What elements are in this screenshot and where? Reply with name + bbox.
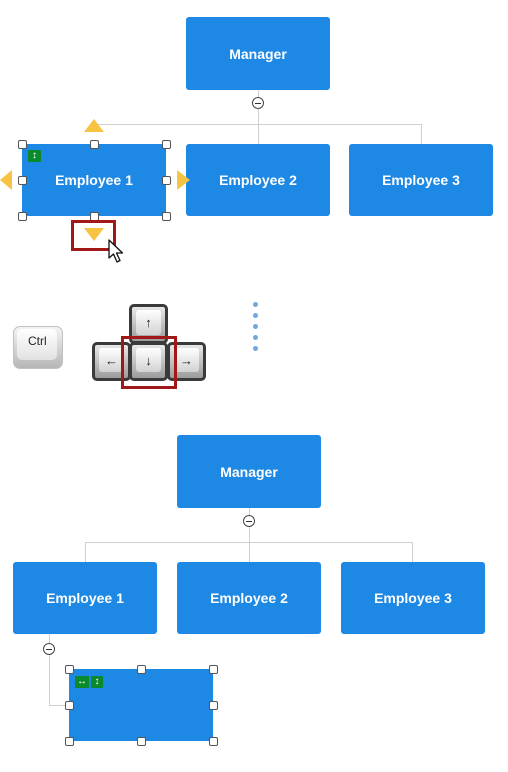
- employee-2-label: Employee 2: [210, 590, 288, 606]
- resize-handle-right[interactable]: [162, 176, 171, 185]
- arrow-left-icon: ←: [105, 352, 118, 368]
- mouse-cursor-icon: [108, 239, 124, 263]
- collapse-toggle-icon[interactable]: [243, 515, 255, 527]
- employee-2-node[interactable]: Employee 2: [177, 562, 321, 634]
- resize-handle-top-left[interactable]: [18, 140, 27, 149]
- connector-employee-3: [421, 124, 422, 144]
- connector-employee-1: [85, 542, 86, 562]
- continuation-dot: [253, 302, 258, 307]
- collapse-toggle-icon[interactable]: [43, 643, 55, 655]
- collapse-toggle-icon[interactable]: [252, 97, 264, 109]
- arrow-right-icon: →: [180, 352, 193, 368]
- employee-2-label: Employee 2: [219, 172, 297, 188]
- connector-employee-3: [412, 542, 413, 562]
- ctrl-key-label: Ctrl: [28, 334, 47, 348]
- add-right-arrow-icon[interactable]: [177, 170, 190, 190]
- resize-handle-right[interactable]: [209, 701, 218, 710]
- resize-handle-top[interactable]: [137, 665, 146, 674]
- resize-handle-left[interactable]: [18, 176, 27, 185]
- connector-employee-2: [249, 542, 250, 562]
- ctrl-key: Ctrl: [13, 326, 63, 369]
- continuation-dot: [253, 346, 258, 351]
- resize-handle-bottom-right[interactable]: [162, 212, 171, 221]
- employee-3-node[interactable]: Employee 3: [349, 144, 493, 216]
- employee-3-label: Employee 3: [374, 590, 452, 606]
- arrow-up-icon: ↑: [145, 315, 152, 330]
- resize-handle-bottom-right[interactable]: [209, 737, 218, 746]
- resize-handle-top-left[interactable]: [65, 665, 74, 674]
- connector-child-horizontal: [49, 705, 69, 706]
- continuation-dot: [253, 324, 258, 329]
- resize-handle-left[interactable]: [65, 701, 74, 710]
- connector-employee-2: [258, 124, 259, 144]
- employee-1-node[interactable]: Employee 1: [13, 562, 157, 634]
- resize-handle-top-right[interactable]: [162, 140, 171, 149]
- manager-label: Manager: [229, 45, 287, 62]
- connector-child-vertical: [49, 634, 50, 706]
- arrow-left-key: ←: [92, 342, 131, 381]
- arrow-down-icon: ↓: [145, 352, 152, 368]
- add-below-arrow-icon[interactable]: [84, 228, 104, 241]
- manager-node[interactable]: Manager: [177, 435, 321, 508]
- resize-handle-bottom[interactable]: [137, 737, 146, 746]
- add-left-arrow-icon[interactable]: [0, 170, 12, 190]
- employee-1-label: Employee 1: [55, 172, 133, 188]
- arrow-down-key: ↓: [129, 342, 168, 381]
- employee-1-node[interactable]: Employee 1: [22, 144, 166, 216]
- resize-vertical-icon: ↕: [91, 676, 103, 688]
- employee-3-label: Employee 3: [382, 172, 460, 188]
- highlight-box-down-key: [121, 336, 177, 389]
- employee-1-label: Employee 1: [46, 590, 124, 606]
- employee-3-node[interactable]: Employee 3: [341, 562, 485, 634]
- employee-2-node[interactable]: Employee 2: [186, 144, 330, 216]
- resize-handle-top-right[interactable]: [209, 665, 218, 674]
- continuation-dot: [253, 335, 258, 340]
- add-above-arrow-icon[interactable]: [84, 119, 104, 132]
- manager-label: Manager: [220, 463, 278, 480]
- resize-horizontal-icon: ↔: [75, 676, 89, 688]
- highlight-box-down-arrow: [71, 220, 116, 251]
- resize-vertical-icon: ↕: [28, 150, 41, 162]
- resize-handle-bottom-left[interactable]: [65, 737, 74, 746]
- manager-node[interactable]: Manager: [186, 17, 330, 90]
- continuation-dot: [253, 313, 258, 318]
- resize-handle-top[interactable]: [90, 140, 99, 149]
- resize-handle-bottom-left[interactable]: [18, 212, 27, 221]
- arrow-right-key: →: [167, 342, 206, 381]
